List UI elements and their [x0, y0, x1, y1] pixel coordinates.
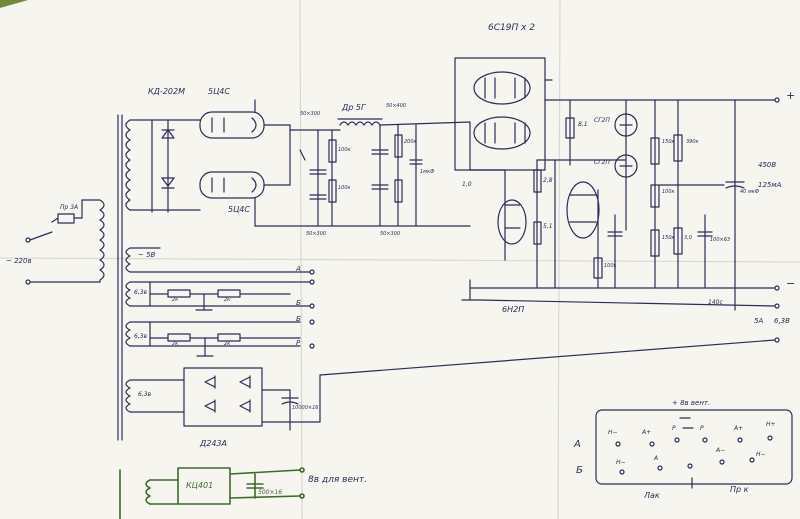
- filter-cap-label: 10000×16: [292, 405, 319, 411]
- pin-p-a: Р: [672, 425, 676, 432]
- fan-note: + 8в вент.: [672, 399, 711, 407]
- tube-title: 6С19П х 2: [488, 23, 536, 33]
- resistor-label-5-1: 5,1: [543, 223, 553, 230]
- resistor-2k-b: 2к: [224, 297, 231, 303]
- fan-regulator-block: [119, 467, 305, 519]
- resistor-2k-c: 2к: [172, 341, 179, 347]
- secondary-6v3-c: 6,3в: [138, 391, 152, 398]
- cap-label-mid: 50×300: [380, 231, 401, 237]
- fuse-label: Пр 3А: [60, 204, 79, 211]
- negative-output-label: −: [786, 277, 796, 290]
- cap-label-1mkf: 1мкФ: [420, 169, 435, 175]
- rectifier-tube-label-top: 5Ц4С: [208, 87, 230, 96]
- secondary-5v-label: ~ 5В: [138, 251, 156, 259]
- paper-fold-vertical-right: [557, 0, 561, 519]
- resistor-label-150k: 150к: [662, 139, 675, 145]
- stabilizer-label-top: СГ2П: [594, 117, 610, 124]
- resistor-label-2-8: 2,8: [543, 177, 553, 184]
- terminal-label-b2: Б: [296, 315, 301, 323]
- pin-a-plus-a: А+: [642, 429, 652, 436]
- voltage-450-label: 450В: [758, 161, 777, 169]
- resistor-2k-a: 2к: [172, 297, 179, 303]
- input-tube-6n2p: [461, 159, 776, 307]
- resistor-label-3-0: 3,0: [684, 235, 692, 241]
- diode-bridge-label: Д243А: [200, 439, 227, 448]
- terminal-label-b: Б: [296, 299, 301, 307]
- cap-label-mid-top: 50×400: [386, 103, 407, 109]
- choke-label: Др 5Г: [342, 103, 366, 112]
- mains-input: [25, 199, 101, 285]
- resistor-label-100k-b: 100к: [338, 185, 351, 191]
- pin-h-minus-b: Н−: [616, 459, 626, 466]
- pin-h-minus-a: Н−: [608, 429, 618, 436]
- tap-5a-label: 5А: [754, 317, 764, 325]
- connector-label-lak: Лак: [644, 491, 660, 500]
- rectifier-tubes-5c4s: [199, 99, 291, 227]
- pin-a-b: А: [654, 455, 659, 462]
- input-tube-label: 6Н2П: [502, 305, 525, 314]
- resistor-label-100k-d: 100к: [604, 263, 617, 269]
- pin-h-plus: Н+: [766, 421, 776, 428]
- regulator-note: 8в для вент.: [308, 475, 367, 485]
- terminal-label-r: Р: [296, 339, 301, 347]
- resistor-label-100k-a: 100к: [338, 147, 351, 153]
- cap-label-left-top: 50×300: [300, 111, 321, 117]
- paper-corner-mark: [0, 0, 28, 8]
- diode-type-label: КД-202М: [148, 87, 185, 96]
- resistor-label-390k: 390к: [686, 139, 699, 145]
- stabilizer-label-bottom: СГ2П: [594, 159, 610, 166]
- hv-filter-network: [254, 118, 471, 227]
- pin-h-minus-c: Н−: [756, 451, 766, 458]
- resistor-label-200k: 200к: [404, 139, 417, 145]
- rectifier-tube-label-bottom: 5Ц4С: [228, 205, 250, 214]
- tap-6v3-label: 6,3В: [774, 317, 790, 325]
- resistor-label-8-1: 8,1: [578, 121, 588, 128]
- connector-row-b: Б: [576, 465, 583, 476]
- dc-heater-supply: [125, 339, 776, 431]
- paper-fold-horizontal: [0, 257, 800, 263]
- positive-output-label: +: [786, 89, 796, 102]
- cap-label-left-bottom: 50×300: [306, 231, 327, 237]
- hv-secondary-winding: [125, 119, 201, 213]
- filament-windings: [125, 247, 301, 357]
- pin-a-plus-b: А+: [734, 425, 744, 432]
- terminal-140-label: 140с: [708, 299, 723, 306]
- regulator-tubes-6s19p: [454, 57, 776, 171]
- current-125-label: 125мА: [758, 181, 782, 189]
- output-cap-label: 40 мкФ: [740, 189, 760, 195]
- resistor-label-150k-b: 150к: [662, 235, 675, 241]
- regulator-chip-label: КЦ401: [186, 481, 214, 490]
- output-terminals: [289, 97, 780, 349]
- resistor-label-100k-c: 100к: [662, 189, 675, 195]
- resistor-2k-d: 2к: [224, 341, 231, 347]
- connector-pinout: [595, 409, 793, 489]
- regulator-cap-label: 500×16: [258, 489, 283, 496]
- secondary-6v3-b: 6,3в: [134, 333, 148, 340]
- stabilizer-and-divider: [469, 99, 776, 311]
- connector-row-a: А: [574, 439, 581, 450]
- mains-voltage-label: ~ 220в: [6, 257, 32, 265]
- pin-p-b: Р: [700, 425, 704, 432]
- pin-a-minus: А−: [716, 447, 726, 454]
- cap-label-100x63: 100×63: [710, 237, 731, 243]
- power-transformer-primary: [99, 114, 123, 441]
- secondary-6v3-a: 6,3в: [134, 289, 148, 296]
- connector-label-prk: Пр к: [730, 485, 749, 494]
- resistor-label-1-0: 1,0: [462, 181, 472, 188]
- terminal-label-a: А: [296, 265, 301, 273]
- paper-fold-vertical-left: [299, 0, 303, 519]
